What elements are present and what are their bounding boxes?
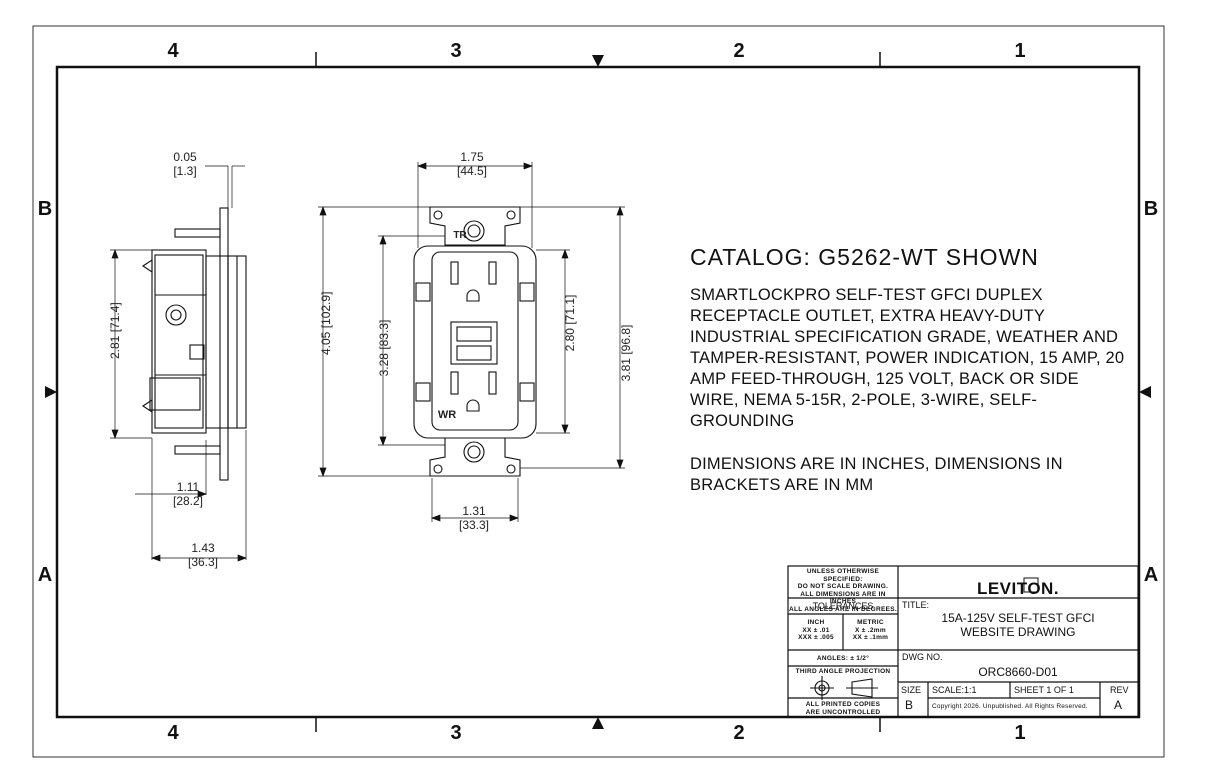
dwg-no-label: DWG NO.	[902, 652, 943, 662]
zone-bottom-2: 2	[733, 722, 745, 744]
dim-body-height-in: 3.28	[377, 353, 391, 377]
dim-side-depth-body-mm: [28.2]	[172, 494, 204, 508]
dim-overall-height: 4.05 [102.9]	[319, 291, 333, 355]
dim-top-offset: 0.05 [1.3]	[163, 150, 207, 178]
dim-body-height-mm: [83.3]	[377, 319, 391, 350]
zone-left-a: A	[37, 564, 53, 586]
printed-copies-line-1: ALL PRINTED COPIES	[805, 701, 881, 708]
outer-border	[32, 25, 1165, 758]
angles-tolerance: ANGLES: ± 1/2°	[816, 655, 870, 662]
printed-copies-line-2: ARE UNCONTROLLED	[805, 708, 881, 716]
dimension-note: DIMENSIONS ARE IN INCHES, DIMENSIONS IN …	[690, 455, 1063, 494]
zone-right-b: B	[1143, 198, 1159, 220]
inch-value-2: XXX ± .005	[798, 634, 834, 641]
dim-overall-height-mm: [102.9]	[319, 291, 333, 329]
dim-side-height-in: 2.81	[108, 335, 122, 359]
dim-body-width: 1.31 [33.3]	[449, 504, 499, 532]
copyright-notice: Copyright 2026. Unpublished. All Rights …	[932, 703, 1088, 710]
catalog-title: CATALOG: G5262-WT SHOWN	[690, 244, 1039, 270]
zone-top-2: 2	[733, 40, 745, 62]
drawing-title-line-2: WEBSITE DRAWING	[960, 625, 1076, 639]
dim-mount-height: 3.81 [96.8]	[619, 323, 633, 383]
notice-line-4: ALL ANGLES ARE IN DEGREES.	[789, 605, 897, 613]
rev-label: REV	[1110, 685, 1129, 695]
zone-left-b: B	[37, 198, 53, 220]
metric-label: METRIC	[857, 619, 884, 626]
company-logo: LEVITON.	[976, 579, 1060, 598]
dim-strap-width-in: 1.75	[460, 150, 484, 164]
zone-top-4: 4	[167, 40, 179, 62]
logo-mark	[1023, 577, 1039, 593]
dim-body-height: 3.28 [83.3]	[377, 318, 391, 378]
inch-tolerances: INCH XX ± .01 XXX ± .005	[789, 619, 843, 642]
scale-value: SCALE:1:1	[932, 685, 977, 695]
product-description: SMARTLOCKPRO SELF-TEST GFCI DUPLEX RECEP…	[690, 286, 1125, 430]
dim-strap-width: 1.75 [44.5]	[447, 150, 497, 178]
front-view	[413, 206, 537, 477]
zone-top-3: 3	[450, 40, 462, 62]
title-block-grid	[787, 565, 1139, 718]
centering-arrows	[45, 55, 1151, 729]
zone-bottom-3: 3	[450, 722, 462, 744]
dim-side-height: 2.81 [71.4]	[108, 302, 122, 359]
dim-face-height-mm: [71.1]	[563, 294, 577, 325]
tolerances-label: TOLERANCES	[812, 601, 874, 611]
dim-strap-width-mm: [44.5]	[456, 164, 488, 178]
size-label: SIZE	[901, 685, 922, 695]
projection-symbol	[810, 676, 878, 700]
dim-side-depth-total-mm: [36.3]	[187, 555, 219, 569]
drawing-title-line-1: 15A-125V SELF-TEST GFCI	[941, 611, 1095, 625]
metric-value-1: X ± .2mm	[855, 626, 886, 634]
dim-side-height-mm: [71.4]	[108, 302, 122, 333]
notice-line-3: ALL DIMENSIONS ARE IN INCHES	[800, 590, 886, 606]
dim-side-depth-body-in: 1.11	[176, 480, 200, 494]
size-value: B	[905, 698, 914, 712]
inch-label: INCH	[807, 619, 825, 626]
dim-side-depth-total-in: 1.43	[191, 541, 215, 555]
marking-tr: TR	[453, 230, 467, 241]
side-view-dimensions	[110, 165, 247, 562]
drawing-number: ORC8660-D01	[978, 665, 1058, 679]
sheet-value: SHEET 1 OF 1	[1014, 685, 1074, 695]
dim-body-width-in: 1.31	[462, 504, 486, 518]
dim-mount-height-in: 3.81	[619, 358, 633, 382]
zone-top-1: 1	[1014, 40, 1026, 62]
dim-face-height-in: 2.80	[563, 328, 577, 352]
projection-label: THIRD ANGLE PROJECTION	[795, 668, 891, 675]
zone-bottom-1: 1	[1014, 722, 1026, 744]
metric-value-2: XX ± .1mm	[852, 634, 889, 641]
zone-ticks	[315, 52, 881, 732]
dim-top-offset-in: 0.05	[173, 150, 197, 164]
notice-line-2: DO NOT SCALE DRAWING.	[797, 583, 889, 590]
zone-bottom-4: 4	[167, 722, 179, 744]
dim-mount-height-mm: [96.8]	[619, 324, 633, 355]
rev-value: A	[1114, 698, 1123, 712]
dim-body-width-mm: [33.3]	[458, 518, 490, 532]
dim-side-depth-total: 1.43 [36.3]	[178, 541, 228, 569]
metric-tolerances: METRIC X ± .2mm XX ± .1mm	[843, 619, 898, 642]
general-notice: UNLESS OTHERWISE SPECIFIED: DO NOT SCALE…	[789, 568, 897, 613]
dim-top-offset-mm: [1.3]	[173, 164, 197, 178]
inch-value-1: XX ± .01	[802, 626, 830, 634]
drawing-title: 15A-125V SELF-TEST GFCI WEBSITE DRAWING	[898, 611, 1138, 639]
title-label: TITLE:	[902, 600, 930, 610]
zone-right-a: A	[1143, 564, 1159, 586]
front-view-dimensions	[318, 162, 625, 522]
dim-face-height: 2.80 [71.1]	[563, 293, 577, 353]
dim-side-depth-body: 1.11 [28.2]	[163, 480, 213, 508]
marking-wr: WR	[437, 409, 457, 421]
printed-copies-note: ALL PRINTED COPIES ARE UNCONTROLLED	[789, 701, 897, 716]
notice-line-1: UNLESS OTHERWISE SPECIFIED:	[806, 568, 880, 583]
dim-overall-height-in: 4.05	[319, 331, 333, 355]
side-view	[142, 207, 247, 481]
